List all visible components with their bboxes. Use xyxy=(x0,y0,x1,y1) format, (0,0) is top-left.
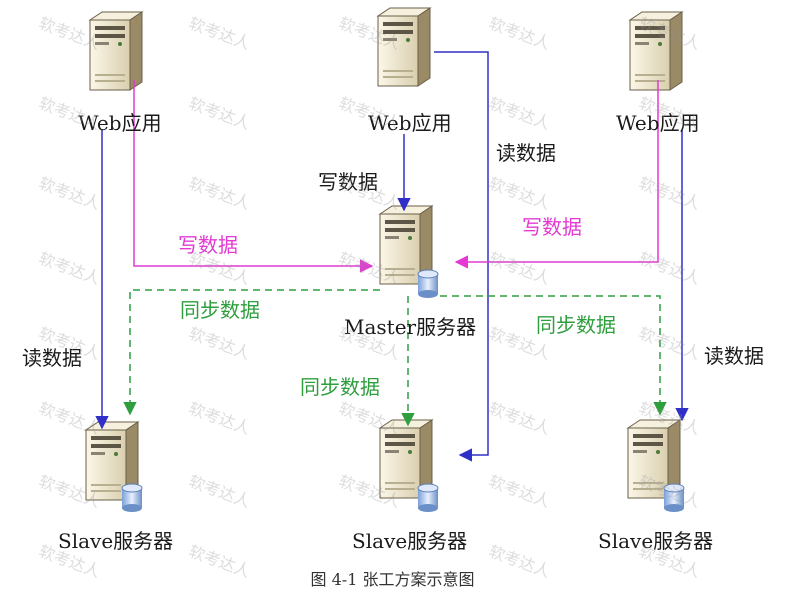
read-center-label: 读数据 xyxy=(496,141,556,165)
figure-caption: 图 4-1 张工方案示意图 xyxy=(310,570,475,589)
slave2-database-icon xyxy=(417,483,439,513)
web3-label: Web应用 xyxy=(616,111,700,135)
write-center-label: 写数据 xyxy=(318,170,378,194)
web1-label: Web应用 xyxy=(78,111,162,135)
web3-server-icon xyxy=(629,11,683,91)
master-database-icon xyxy=(417,269,439,299)
sync-center-label: 同步数据 xyxy=(300,375,380,399)
edge-read-center xyxy=(434,51,489,462)
slave1-label: Slave服务器 xyxy=(58,529,174,553)
write-right-label: 写数据 xyxy=(522,215,582,239)
slave2-label: Slave服务器 xyxy=(352,529,468,553)
read-right-label: 读数据 xyxy=(704,344,764,368)
edge-write-left xyxy=(133,80,374,273)
write-left-label: 写数据 xyxy=(178,233,238,257)
sync-right-label: 同步数据 xyxy=(536,313,616,337)
web2-server-icon xyxy=(377,7,431,87)
edge-write-right xyxy=(454,80,659,269)
slave1-database-icon xyxy=(121,483,143,513)
web1-server-icon xyxy=(89,11,143,91)
edge-sync-right xyxy=(440,295,667,416)
sync-left-label: 同步数据 xyxy=(180,298,260,322)
master-label: Master服务器 xyxy=(344,315,477,339)
slave3-label: Slave服务器 xyxy=(598,529,714,553)
slave3-database-icon xyxy=(663,483,685,513)
web2-label: Web应用 xyxy=(368,111,452,135)
read-left-label: 读数据 xyxy=(22,346,82,370)
